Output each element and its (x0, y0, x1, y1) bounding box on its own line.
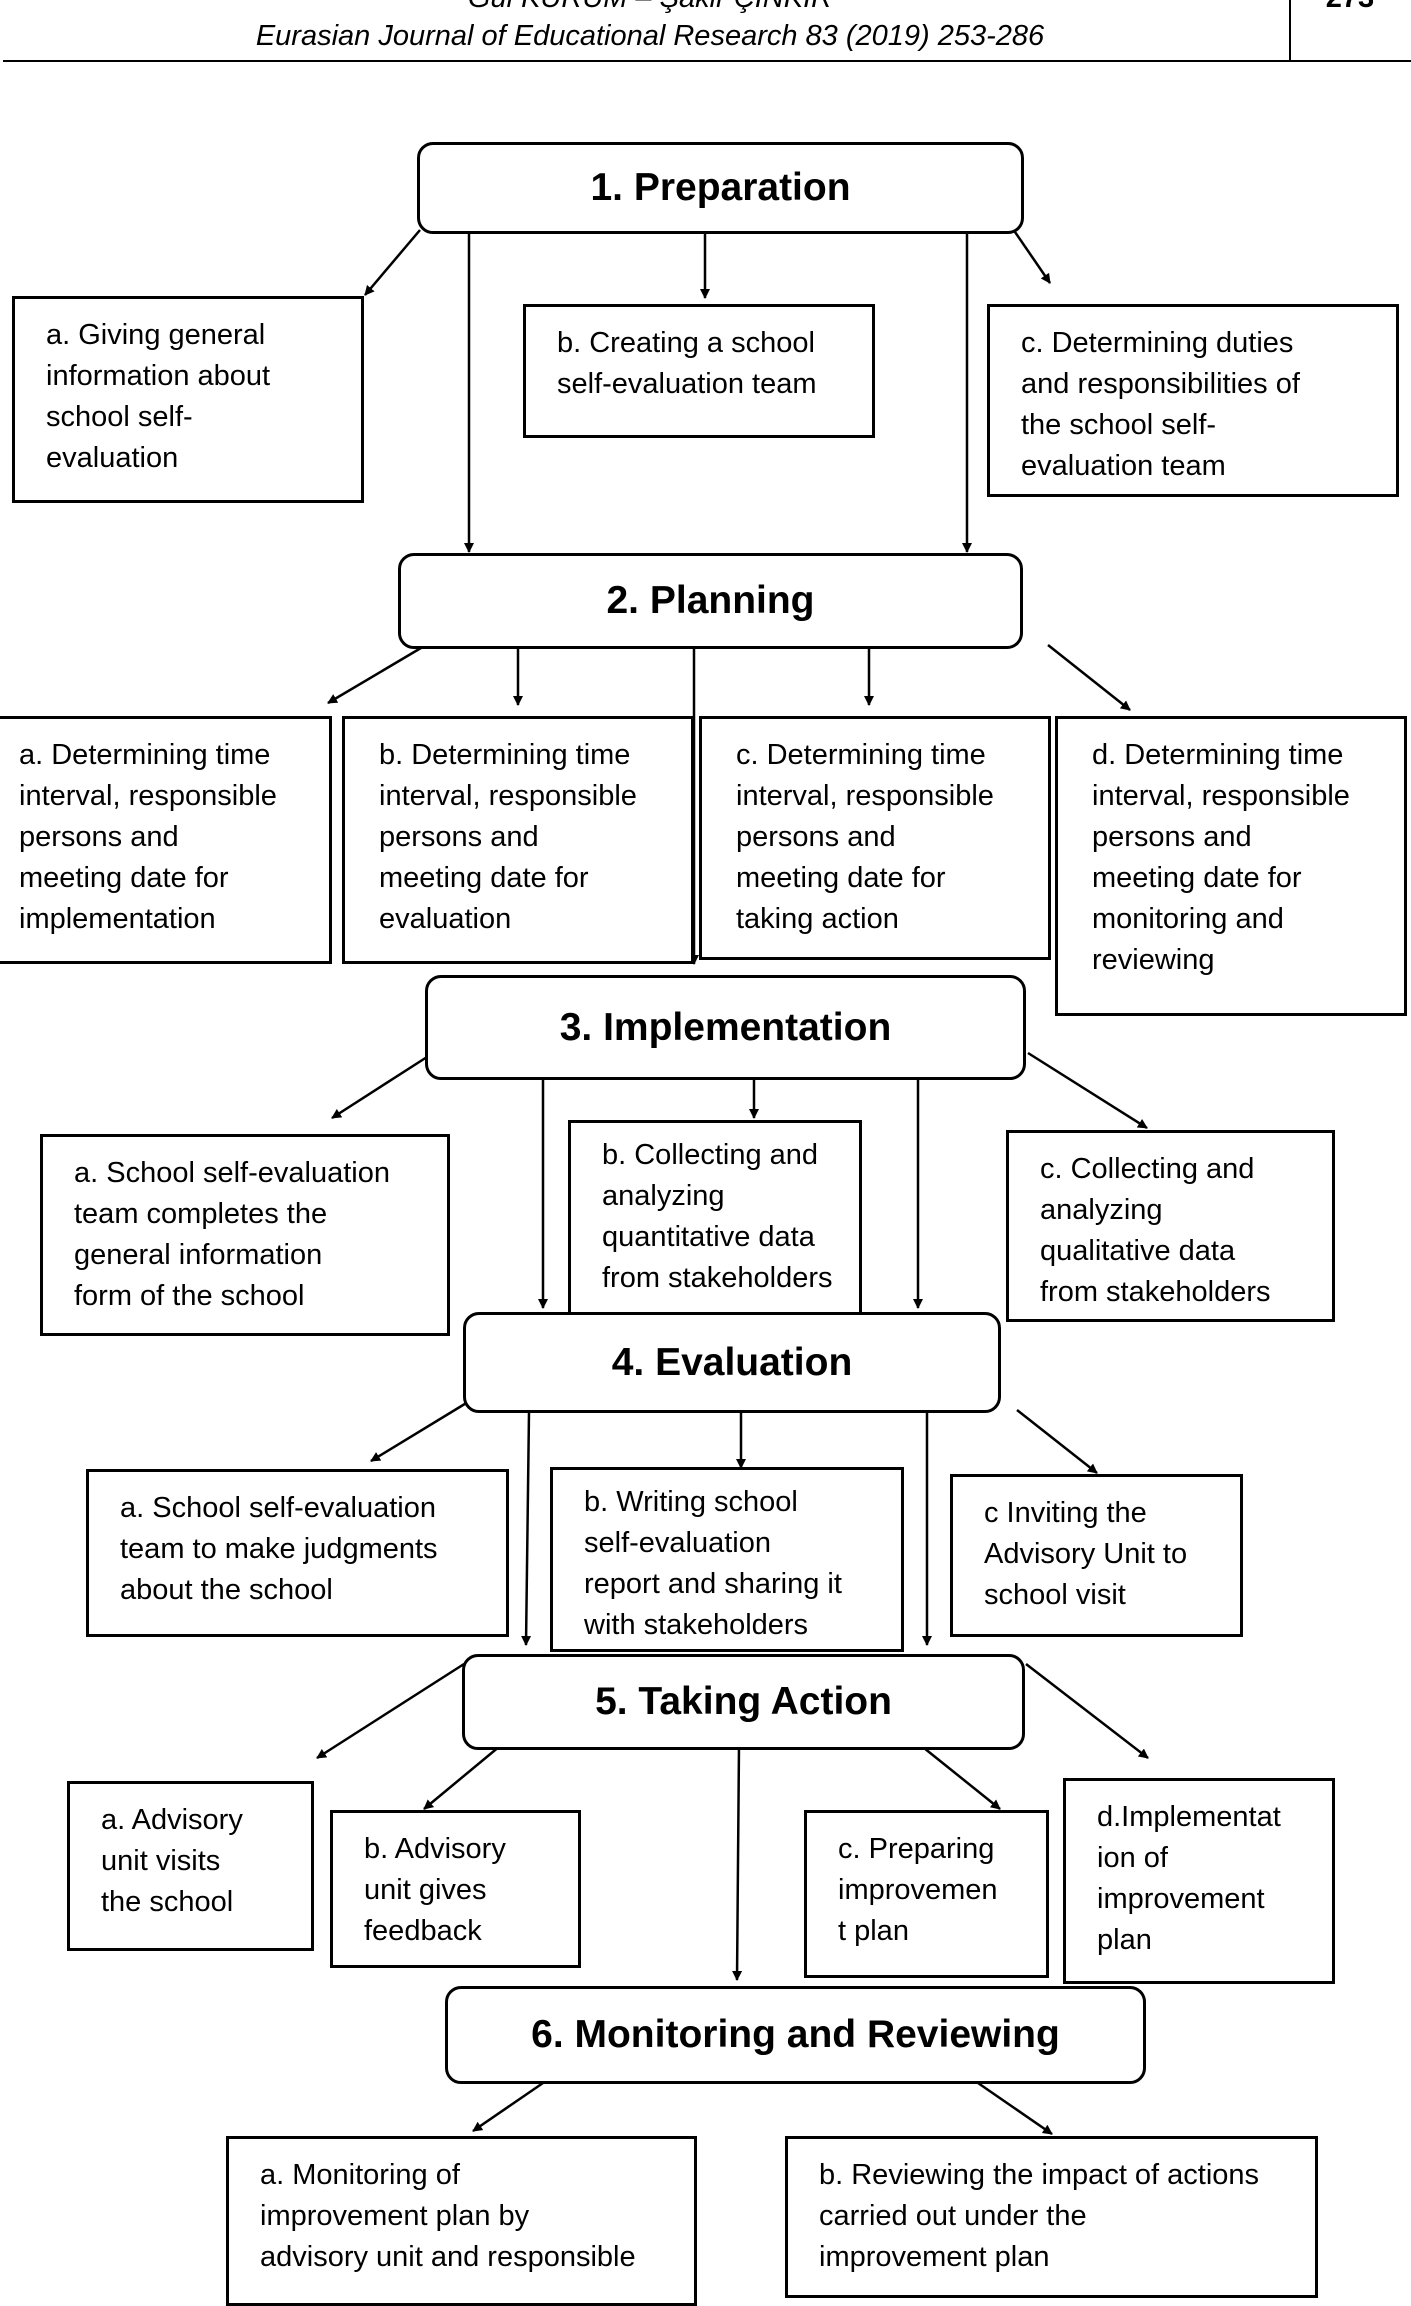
step-implementation-b: b. Collecting and analyzing quantitative… (568, 1120, 862, 1315)
arrow-monitor-to-a (472, 2081, 544, 2133)
header-journal: Eurasian Journal of Educational Research… (255, 20, 1045, 52)
step-implementation-c: c. Collecting and analyzing qualitative … (1006, 1130, 1335, 1322)
stage-planning: 2. Planning (398, 553, 1023, 649)
arrow-impl-to-a (331, 1055, 428, 1120)
arrow-eval-to-a (370, 1400, 469, 1463)
step-taking-action-b: b. Advisory unit gives feedback (330, 1810, 581, 1968)
arrow-eval-to-action-left (521, 1411, 532, 1646)
step-monitoring-a: a. Monitoring of improvement plan by adv… (226, 2136, 697, 2306)
step-preparation-b: b. Creating a school self-evaluation tea… (523, 304, 875, 438)
step-planning-a: a. Determining time interval, responsibl… (0, 716, 332, 964)
step-taking-action-c: c. Preparing improvemen t plan (804, 1810, 1049, 1978)
stage-implementation: 3. Implementation (425, 975, 1026, 1080)
running-header: Gül KURUM – Şakir ÇINKIR Eurasian Journa… (0, 0, 1411, 62)
arrow-monitor-to-b (977, 2081, 1053, 2136)
arrow-action-to-monitoring (732, 1744, 743, 1981)
header-rule (3, 60, 1411, 62)
step-planning-b: b. Determining time interval, responsibl… (342, 716, 694, 964)
arrow-action-to-a (316, 1662, 465, 1760)
stage-monitoring-and-reviewing: 6. Monitoring and Reviewing (445, 1986, 1146, 2084)
header-page-divider (1289, 0, 1291, 61)
step-evaluation-a: a. School self-evaluation team to make j… (86, 1469, 509, 1637)
arrow-prep-to-a (364, 229, 421, 296)
arrow-plan-to-d (1047, 644, 1131, 711)
arrow-prep-to-c (1013, 231, 1052, 284)
header-page-number: 273 (1290, 0, 1410, 15)
stage-taking-action: 5. Taking Action (462, 1654, 1025, 1750)
stage-evaluation: 4. Evaluation (463, 1312, 1001, 1413)
step-planning-d: d. Determining time interval, responsibl… (1055, 716, 1407, 1016)
stage-preparation: 1. Preparation (417, 142, 1024, 234)
arrow-impl-to-c (1027, 1051, 1148, 1130)
step-preparation-c: c. Determining duties and responsibiliti… (987, 304, 1399, 497)
step-monitoring-b: b. Reviewing the impact of actions carri… (785, 2136, 1318, 2298)
step-planning-c: c. Determining time interval, responsibl… (699, 716, 1051, 960)
step-taking-action-d: d.Implementat ion of improvement plan (1063, 1778, 1335, 1984)
header-authors: Gül KURUM – Şakir ÇINKIR (360, 0, 940, 15)
arrow-eval-to-c (1016, 1409, 1098, 1474)
arrow-action-to-b (423, 1745, 501, 1810)
arrow-action-to-d (1025, 1663, 1149, 1759)
step-implementation-a: a. School self-evaluation team completes… (40, 1134, 450, 1336)
arrow-action-to-c (918, 1743, 1001, 1810)
step-taking-action-a: a. Advisory unit visits the school (67, 1781, 314, 1951)
step-evaluation-b: b. Writing school self-evaluation report… (550, 1467, 904, 1652)
step-preparation-a: a. Giving general information about scho… (12, 296, 364, 503)
step-evaluation-c: c Inviting the Advisory Unit to school v… (950, 1474, 1243, 1637)
arrow-plan-to-a (327, 643, 427, 705)
